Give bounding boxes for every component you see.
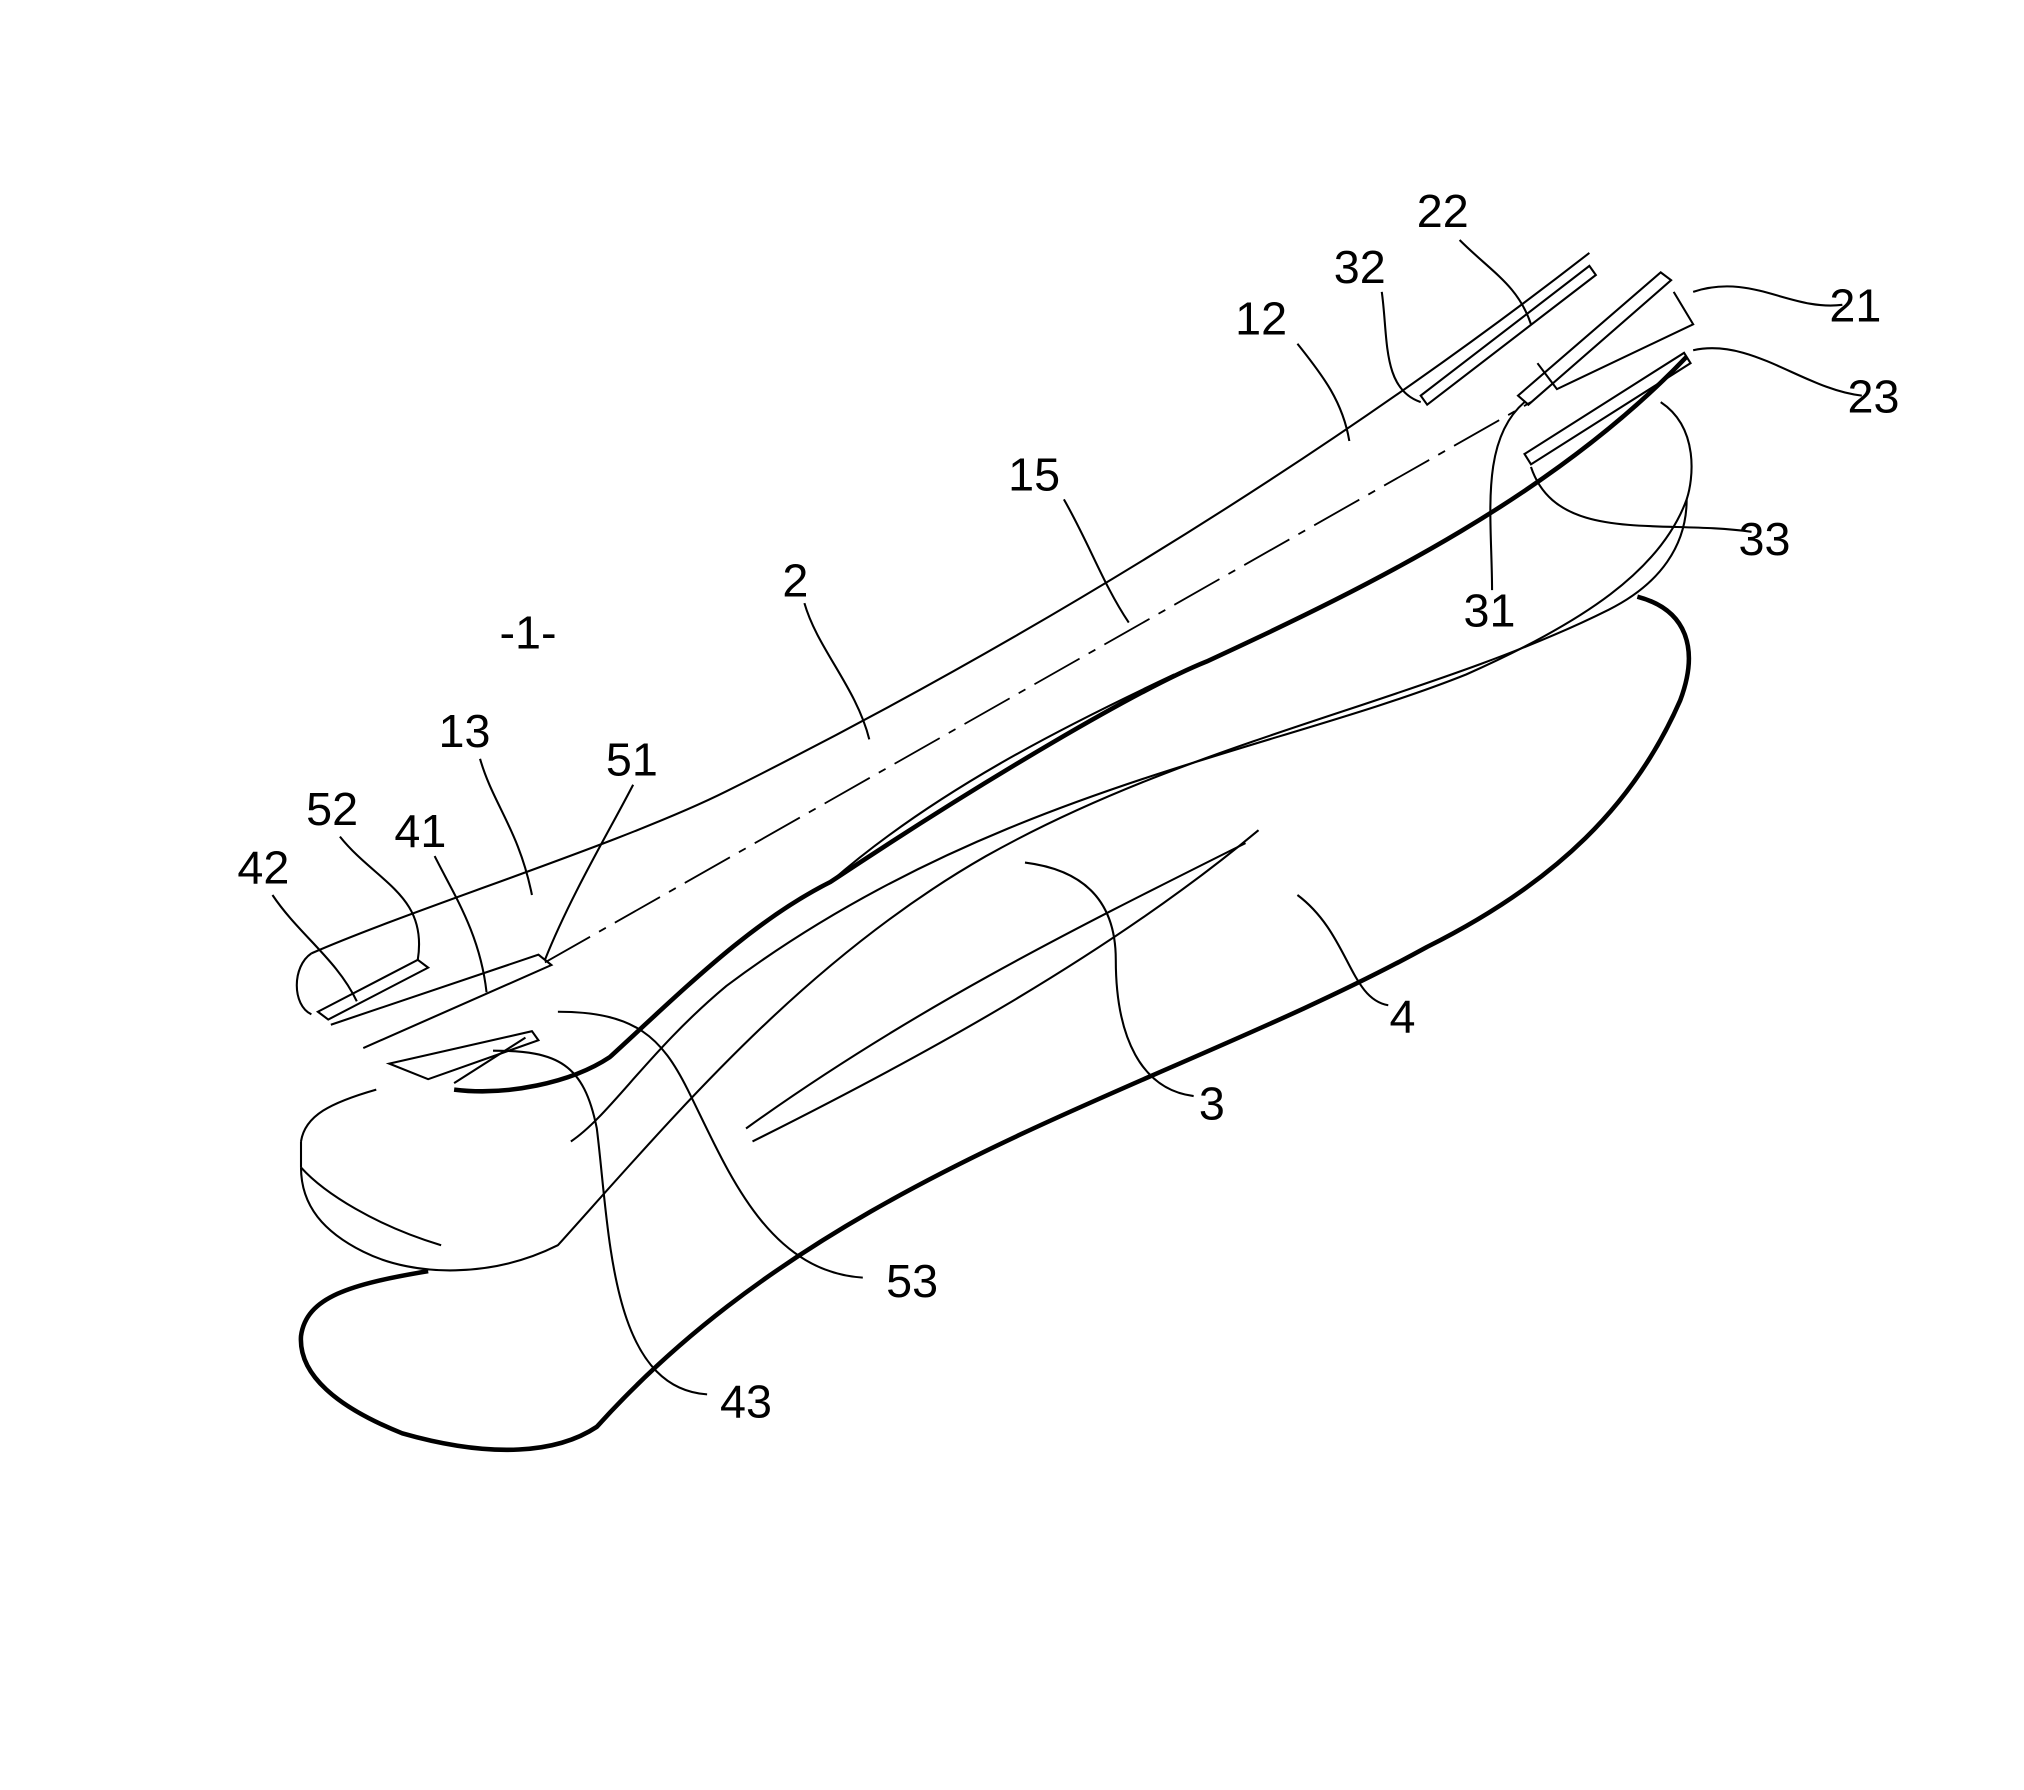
label-51: 51: [606, 734, 658, 786]
label-4: 4: [1390, 990, 1416, 1042]
label-42: 42: [237, 841, 289, 893]
label-32: 32: [1334, 241, 1386, 293]
strips: [315, 264, 1695, 1084]
label-13: 13: [439, 705, 491, 757]
label-15: 15: [1008, 448, 1060, 500]
insole-layer-2: [295, 252, 1689, 1094]
label-23: 23: [1848, 370, 1900, 422]
label-2: 2: [782, 555, 808, 607]
sole-layer-4: [298, 594, 1692, 1453]
reference-labels: 22 32 12 21 23 15 33 31 2 -1- 13 51 52 4…: [237, 185, 1899, 1428]
figure-reference: -1-: [500, 607, 557, 659]
label-53: 53: [886, 1255, 938, 1307]
label-22: 22: [1417, 185, 1469, 237]
label-21: 21: [1829, 280, 1881, 332]
label-31: 31: [1464, 585, 1516, 637]
label-41: 41: [394, 805, 446, 857]
label-33: 33: [1739, 513, 1791, 565]
middle-layer-3: [299, 401, 1693, 1272]
label-3: 3: [1199, 1077, 1225, 1129]
label-43: 43: [720, 1376, 772, 1428]
leader-lines: [271, 239, 1862, 1396]
label-52: 52: [306, 783, 358, 835]
label-12: 12: [1235, 293, 1287, 345]
